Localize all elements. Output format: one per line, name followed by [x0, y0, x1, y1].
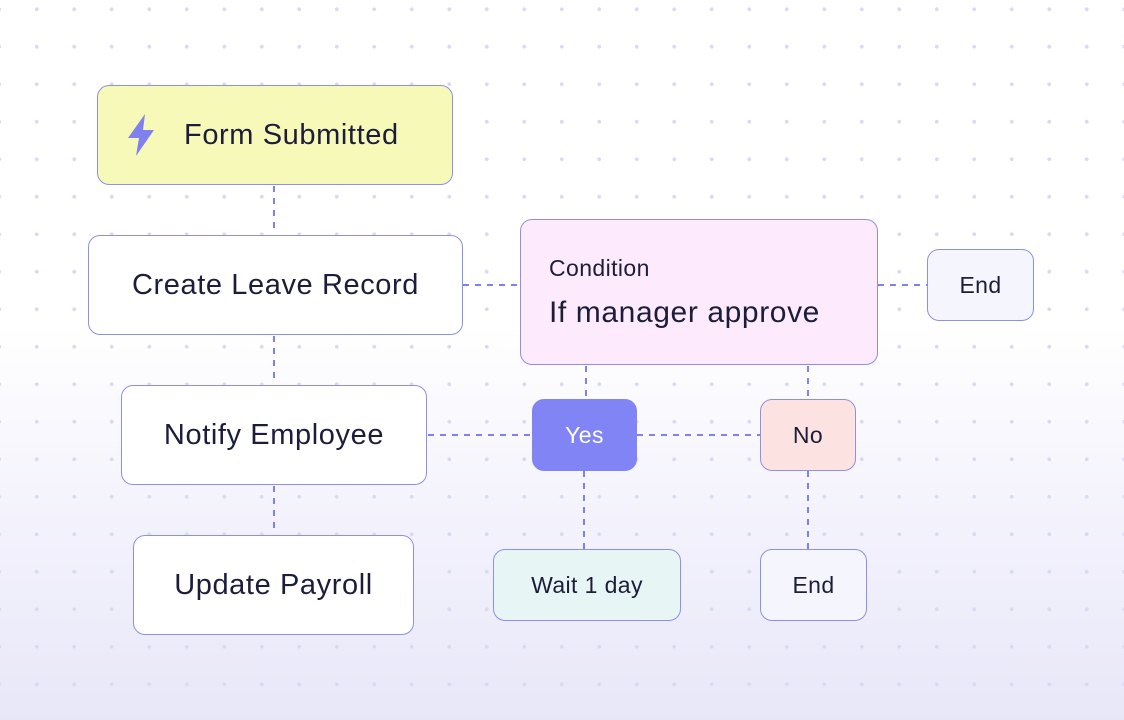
trigger-label: Form Submitted	[184, 118, 399, 151]
step-label: Create Leave Record	[131, 268, 420, 301]
end-label: End	[792, 571, 835, 598]
no-label: No	[792, 421, 824, 448]
end-label: End	[959, 271, 1002, 298]
condition-node[interactable]: Condition If manager approve	[520, 219, 878, 365]
step-node-create-leave-record[interactable]: Create Leave Record	[88, 235, 463, 335]
branch-no-node[interactable]: No	[760, 399, 856, 471]
lightning-bolt-icon	[126, 114, 156, 156]
branch-yes-node[interactable]: Yes	[532, 399, 637, 471]
condition-label: Condition	[549, 254, 650, 281]
wait-label: Wait 1 day	[531, 571, 643, 598]
end-node-bottom[interactable]: End	[760, 549, 867, 621]
step-node-update-payroll[interactable]: Update Payroll	[133, 535, 414, 635]
condition-expression: If manager approve	[549, 295, 820, 329]
step-node-notify-employee[interactable]: Notify Employee	[121, 385, 427, 485]
wait-node[interactable]: Wait 1 day	[493, 549, 681, 621]
end-node-top[interactable]: End	[927, 249, 1034, 321]
trigger-node-form-submitted[interactable]: Form Submitted	[97, 85, 453, 185]
step-label: Update Payroll	[174, 568, 373, 601]
step-label: Notify Employee	[163, 418, 385, 451]
yes-label: Yes	[565, 421, 604, 448]
